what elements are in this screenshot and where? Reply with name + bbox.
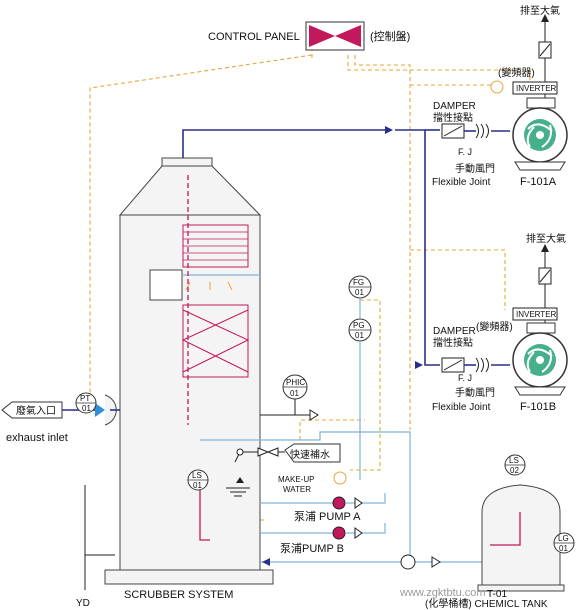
fan-b-branch: 排至大氣 INVERTER (變頻器) DAMPER 擋性接點 F. J 手動風… xyxy=(432,232,568,413)
tank-name: (化學桶槽) CHEMICL TANK xyxy=(425,597,548,610)
exhaust-top-b: 排至大氣 xyxy=(526,232,566,245)
fan-b-label: F-101B xyxy=(520,401,556,413)
drain: YD xyxy=(76,485,115,609)
pump-b-label: 泵浦PUMP B xyxy=(280,542,344,555)
fj-a-en: Flexible Joint xyxy=(432,177,491,188)
damper-a-cn: 擋性接點 xyxy=(433,111,473,124)
ls02-instrument[interactable]: LS 02 xyxy=(504,454,526,476)
pt-tag: PT xyxy=(80,394,90,403)
ls01-number: 01 xyxy=(193,481,202,490)
fj-a-cn: 手動風門 xyxy=(455,162,495,175)
chemical-tank[interactable] xyxy=(477,484,565,592)
fan-a-label: F-101A xyxy=(520,176,557,188)
fg-instrument[interactable]: FG 01 xyxy=(348,275,372,299)
exhaust-inlet: 廢氣入口 exhaust inlet xyxy=(1,394,120,444)
inlet-label-cn: 廢氣入口 xyxy=(16,404,56,417)
scrubber-label: SCRUBBER SYSTEM xyxy=(124,589,233,601)
fan-a-branch: 排至大氣 (變頻器) INVERTER DAMPER 擋性接點 F. J 手動風… xyxy=(432,4,568,188)
inverter-a-en: INVERTER xyxy=(516,84,557,93)
phic-instrument[interactable]: PHIC 01 xyxy=(282,374,308,400)
fg-number: 01 xyxy=(355,288,364,297)
fj-a-tag: F. J xyxy=(458,147,472,157)
chemical-line xyxy=(260,554,520,570)
phic-number: 01 xyxy=(290,389,299,398)
control-panel-label-cn: (控制盤) xyxy=(370,29,410,43)
fan-b[interactable] xyxy=(512,322,568,396)
ls02-number: 02 xyxy=(510,466,519,475)
lg01-tag: LG xyxy=(558,534,569,543)
fj-b-cn: 手動風門 xyxy=(455,386,495,399)
makeup-button[interactable] xyxy=(284,443,341,463)
control-panel[interactable]: CONTROL PANEL (控制盤) xyxy=(208,21,410,51)
fj-b-tag: F. J xyxy=(458,373,472,383)
phic-tag: PHIC xyxy=(286,378,305,387)
pg-instrument[interactable]: PG 01 xyxy=(348,318,372,342)
makeup-water: 快速補水 MAKE-UP WATER xyxy=(200,431,411,560)
inverter-b-en: INVERTER xyxy=(516,310,557,319)
ls01-tag: LS xyxy=(192,471,202,480)
tank-tag: T-01 xyxy=(487,589,507,600)
pt-instrument[interactable]: PT 01 xyxy=(75,392,97,414)
pump-b[interactable]: 泵浦PUMP B xyxy=(260,523,386,555)
inlet-label-en: exhaust inlet xyxy=(6,432,68,444)
damper-b-en: DAMPER xyxy=(433,326,476,337)
fg-tag: FG xyxy=(353,278,364,287)
makeup-label-en2: WATER xyxy=(283,485,311,494)
damper-a-en: DAMPER xyxy=(433,101,476,112)
exhaust-top-a: 排至大氣 xyxy=(520,4,560,17)
pt-number: 01 xyxy=(82,404,91,413)
lg01-instrument[interactable]: LG 01 xyxy=(553,532,575,554)
signal-lines xyxy=(89,40,531,521)
inverter-a-cn: (變頻器) xyxy=(498,66,535,79)
inverter-b-cn: (變頻器) xyxy=(476,320,513,333)
fj-b-en: Flexible Joint xyxy=(432,402,491,413)
makeup-label-en1: MAKE-UP xyxy=(278,475,314,484)
control-panel-label: CONTROL PANEL xyxy=(208,31,300,43)
damper-b-cn: 擋性接點 xyxy=(433,336,473,349)
watermark: www.zgktbtu.com xyxy=(399,587,486,599)
pump-a[interactable]: 泵浦 PUMP A xyxy=(260,493,386,523)
drain-label: YD xyxy=(76,598,90,609)
lg01-number: 01 xyxy=(559,544,568,553)
fan-a[interactable] xyxy=(512,97,568,171)
makeup-label-cn: 快速補水 xyxy=(290,448,330,461)
pg-tag: PG xyxy=(353,321,365,330)
ls02-tag: LS xyxy=(509,456,519,465)
pump-a-label: 泵浦 PUMP A xyxy=(294,510,361,523)
ls01-instrument[interactable]: LS 01 xyxy=(187,469,209,491)
main-duct xyxy=(182,126,440,369)
pg-number: 01 xyxy=(355,331,364,340)
scrubber-tower: SCRUBBER SYSTEM xyxy=(104,157,274,601)
